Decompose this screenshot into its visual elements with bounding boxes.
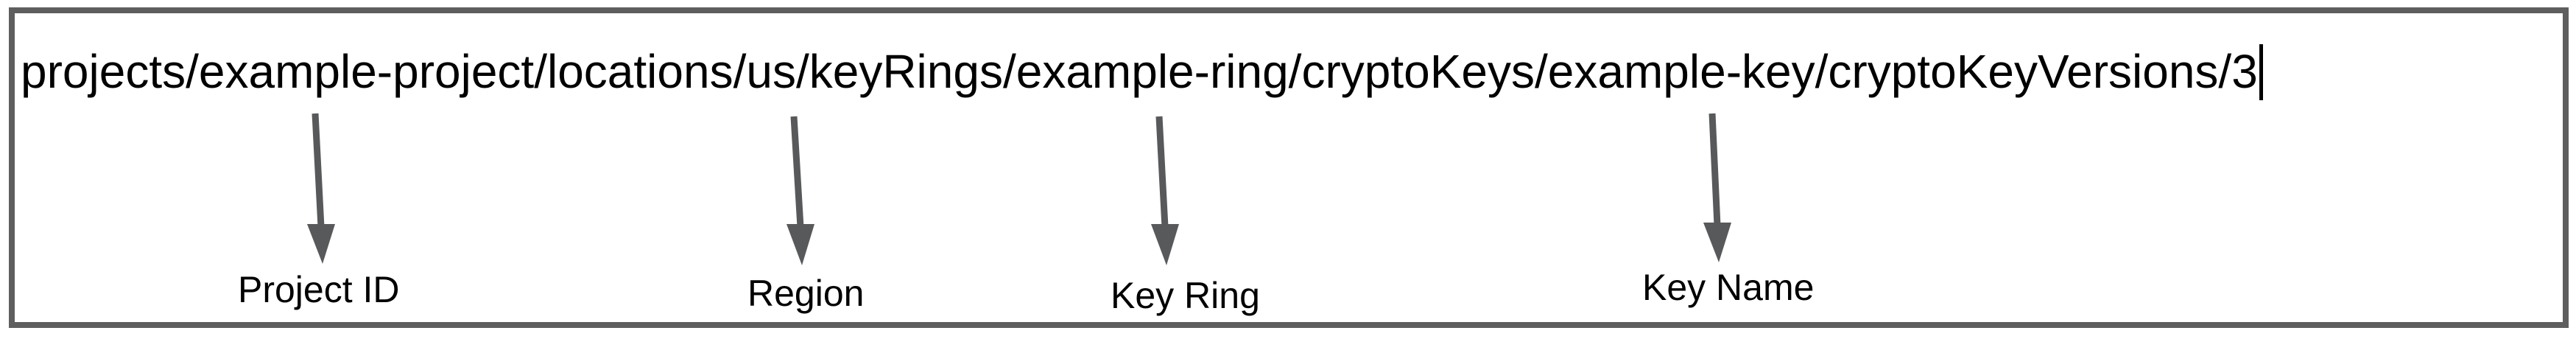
label-region: Region (747, 273, 865, 314)
label-key-name: Key Name (1642, 267, 1815, 308)
diagram-frame (9, 7, 2569, 328)
label-project-id: Project ID (238, 269, 400, 310)
resource-path-line: projects/example-project/locations/us/ke… (21, 44, 2263, 100)
resource-path-text: projects/example-project/locations/us/ke… (21, 45, 2258, 98)
text-cursor (2259, 44, 2263, 100)
label-key-ring: Key Ring (1111, 275, 1260, 316)
